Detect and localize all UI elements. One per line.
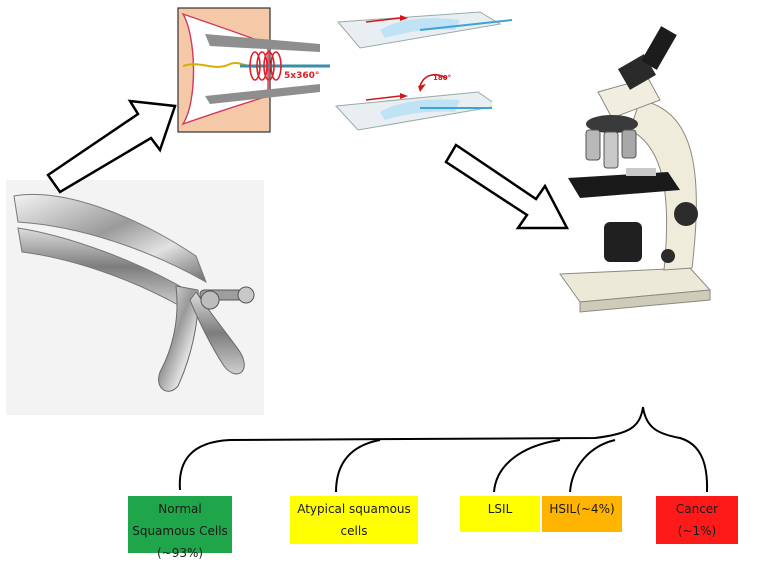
outcome-normal-label: Normal Squamous Cells (~93%) xyxy=(128,498,232,564)
outcome-atypical-label: Atypical squamous cells xyxy=(290,498,418,542)
outcome-hsil-label: HSIL(~4%) xyxy=(549,498,614,520)
outcome-lsil: LSIL xyxy=(460,496,540,532)
outcome-hsil: HSIL(~4%) xyxy=(542,496,622,532)
outcome-cancer: Cancer (~1%) xyxy=(656,496,738,544)
outcome-lsil-label: LSIL xyxy=(488,498,513,520)
outcome-atypical: Atypical squamous cells xyxy=(290,496,418,544)
outcome-normal: Normal Squamous Cells (~93%) xyxy=(128,496,232,553)
outcome-cancer-label: Cancer (~1%) xyxy=(656,498,738,542)
